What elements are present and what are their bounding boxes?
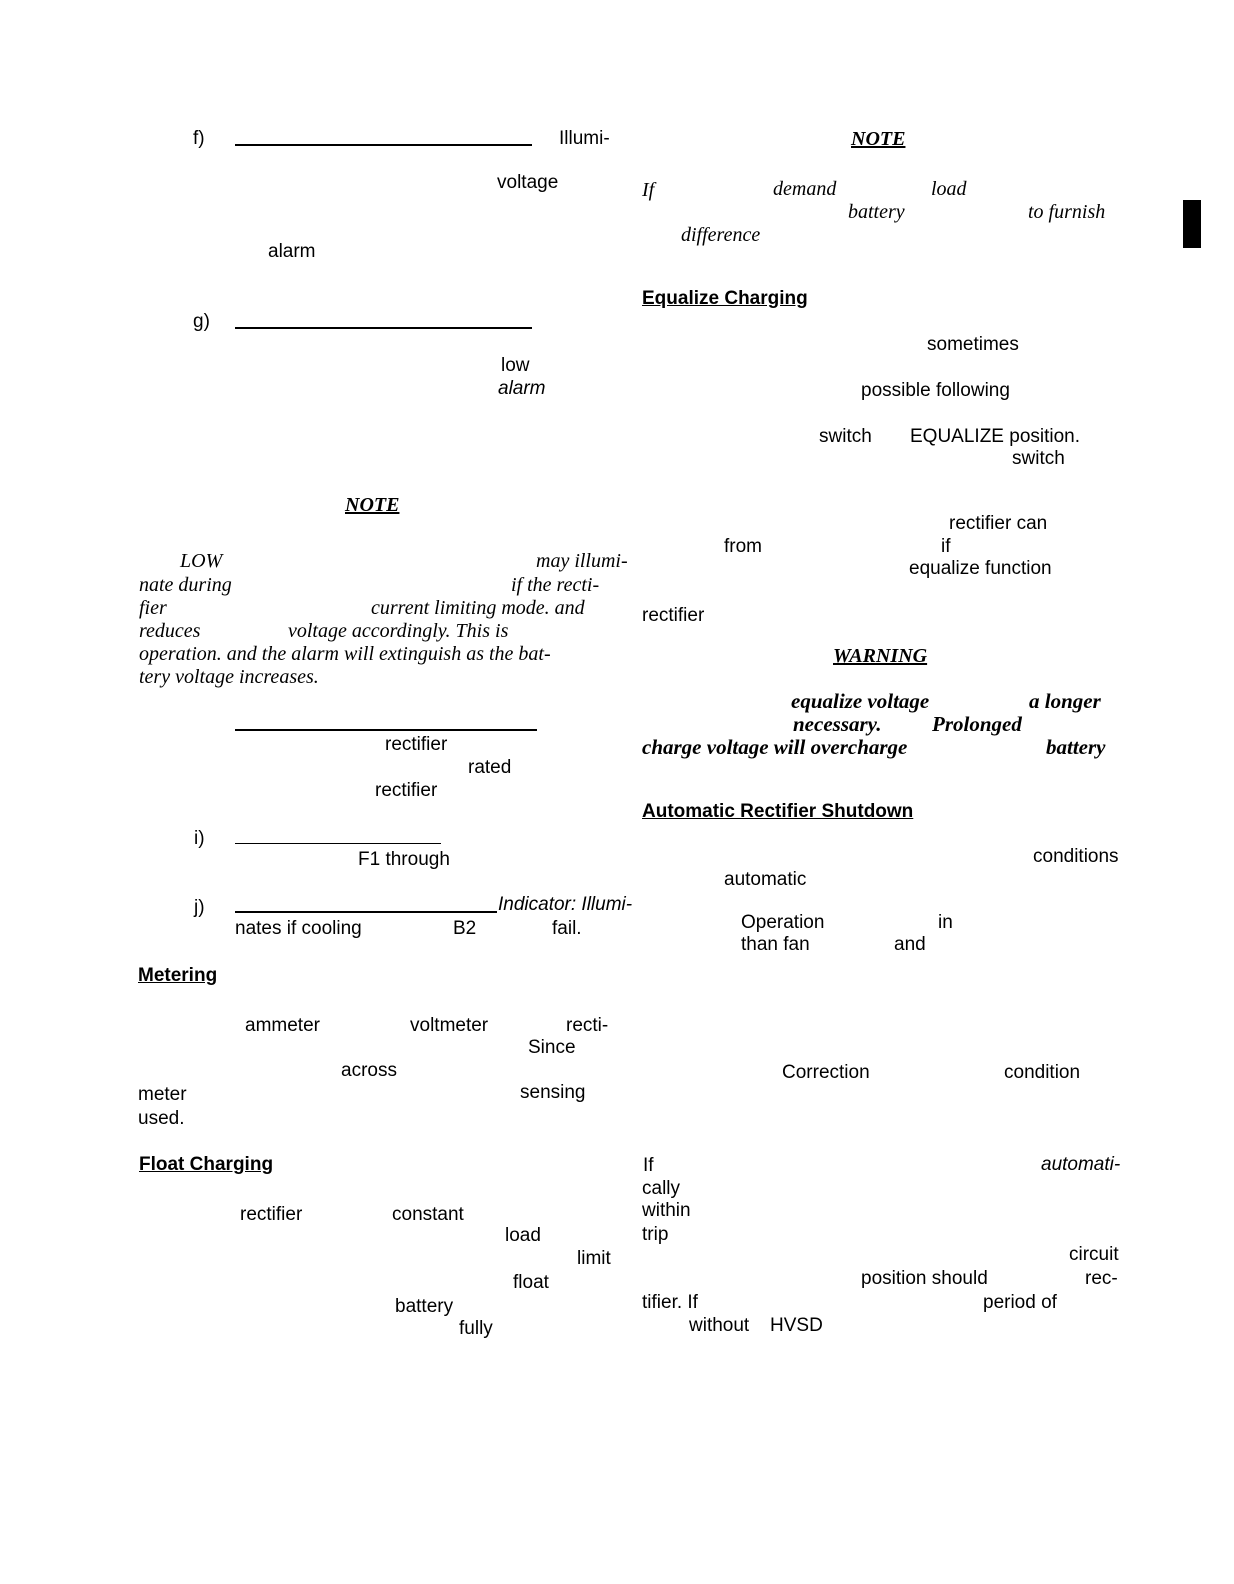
equalize-position: EQUALIZE position.	[910, 426, 1081, 447]
shutdown-within: within	[642, 1200, 691, 1221]
shutdown-circuit: circuit	[1069, 1244, 1119, 1265]
metering-recti: recti-	[566, 1015, 609, 1036]
float-constant: constant	[392, 1204, 464, 1225]
right-note-if: If	[642, 179, 655, 201]
auto-shutdown-heading: Automatic Rectifier Shutdown	[642, 801, 914, 822]
item-f-text: Illumi-	[559, 128, 610, 149]
shutdown-hvsd: HVSD	[770, 1315, 823, 1336]
item-f-label: f)	[193, 128, 205, 149]
shutdown-in: in	[938, 912, 953, 933]
metering-heading: Metering	[138, 965, 218, 986]
shutdown-than-fan: than fan	[741, 934, 810, 955]
right-note-load: load	[931, 178, 967, 200]
note-line-2b: if the recti-	[511, 574, 600, 596]
shutdown-cally: cally	[642, 1178, 681, 1199]
note-line-1b: may illumi-	[536, 550, 628, 572]
item-g-alarm: alarm	[498, 378, 546, 399]
note-line-5: operation. and the alarm will extinguish…	[139, 643, 551, 665]
shutdown-conditions: conditions	[1033, 846, 1119, 867]
equalize-switch-1: switch	[819, 426, 872, 447]
change-bar	[1183, 200, 1201, 248]
shutdown-without: without	[689, 1315, 750, 1336]
float-rectifier: rectifier	[240, 1204, 303, 1225]
item-i-label: i)	[194, 828, 205, 849]
item-h-title-rule	[235, 729, 537, 731]
warning-a-longer: a longer	[1029, 689, 1101, 713]
shutdown-rec: rec-	[1085, 1268, 1118, 1289]
item-j-b2: B2	[453, 918, 477, 939]
note-line-4a: reduces	[139, 620, 201, 642]
item-g-label: g)	[193, 311, 210, 332]
equalize-switch-2: switch	[1012, 448, 1065, 469]
metering-since: Since	[528, 1037, 576, 1058]
shutdown-period-of: period of	[983, 1292, 1057, 1313]
shutdown-position-should: position should	[861, 1268, 988, 1289]
equalize-sometimes: sometimes	[927, 334, 1019, 355]
item-h-rectifier-2: rectifier	[375, 780, 438, 801]
warning-equalize-voltage: equalize voltage	[791, 689, 930, 713]
right-note-heading: NOTE	[851, 128, 906, 150]
item-j-nates: nates if cooling	[235, 918, 362, 939]
warning-charge-voltage: charge voltage will overcharge	[642, 735, 908, 759]
equalize-rectifier: rectifier	[642, 605, 705, 626]
shutdown-tifier: tifier. If	[642, 1292, 698, 1313]
metering-sensing: sensing	[520, 1082, 586, 1103]
equalize-from: from	[724, 536, 762, 557]
note-line-6: tery voltage increases.	[139, 666, 319, 688]
right-note-battery: battery	[848, 201, 905, 223]
item-f-voltage: voltage	[497, 172, 559, 193]
item-j-title-rule	[235, 911, 497, 913]
warning-heading: WARNING	[833, 645, 928, 667]
item-j-fail: fail.	[552, 918, 582, 939]
note-line-1a: LOW	[180, 550, 223, 572]
float-float: float	[513, 1272, 549, 1293]
float-fully: fully	[459, 1318, 493, 1339]
float-limit: limit	[577, 1248, 611, 1269]
shutdown-and: and	[894, 934, 926, 955]
item-h-rated: rated	[468, 757, 512, 778]
left-note-heading: NOTE	[345, 494, 400, 516]
equalize-rectifier-can: rectifier can	[949, 513, 1048, 534]
equalize-if: if	[941, 536, 951, 557]
shutdown-trip: trip	[642, 1224, 669, 1245]
shutdown-if: If	[643, 1155, 654, 1176]
shutdown-operation: Operation	[741, 912, 825, 933]
right-note-difference: difference	[681, 224, 761, 246]
equalize-possible: possible following	[861, 380, 1010, 401]
note-line-4b: voltage accordingly. This is	[288, 620, 509, 642]
item-j-label: j)	[194, 897, 205, 918]
right-note-demand: demand	[773, 178, 837, 200]
right-note-furnish: to furnish	[1028, 201, 1106, 223]
equalize-charging-heading: Equalize Charging	[642, 288, 808, 309]
item-f-title-rule	[235, 144, 532, 146]
warning-battery: battery	[1046, 735, 1106, 759]
float-battery: battery	[395, 1296, 454, 1317]
warning-necessary: necessary.	[793, 712, 882, 736]
note-line-3a: fier	[139, 597, 167, 619]
metering-used: used.	[138, 1108, 185, 1129]
metering-across: across	[341, 1060, 397, 1081]
metering-meter: meter	[138, 1084, 187, 1105]
float-load: load	[505, 1225, 541, 1246]
note-line-3b: current limiting mode. and	[371, 597, 585, 619]
item-f-alarm: alarm	[268, 241, 316, 262]
shutdown-correction: Correction	[782, 1062, 870, 1083]
item-g-title-rule	[235, 327, 532, 329]
shutdown-automati: automati-	[1041, 1154, 1121, 1175]
item-j-indicator: Indicator: Illumi-	[498, 894, 633, 915]
item-i-text: F1 through	[358, 849, 450, 870]
warning-prolonged: Prolonged	[932, 712, 1022, 736]
item-h-rectifier-1: rectifier	[385, 734, 448, 755]
shutdown-condition: condition	[1004, 1062, 1081, 1083]
item-g-low: low	[501, 355, 530, 376]
float-charging-heading: Float Charging	[139, 1154, 274, 1175]
equalize-function: equalize function	[909, 558, 1052, 579]
metering-ammeter: ammeter	[245, 1015, 320, 1036]
metering-voltmeter: voltmeter	[410, 1015, 489, 1036]
note-line-2a: nate during	[139, 574, 232, 596]
item-i-title-rule	[235, 843, 441, 844]
shutdown-automatic: automatic	[724, 869, 807, 890]
